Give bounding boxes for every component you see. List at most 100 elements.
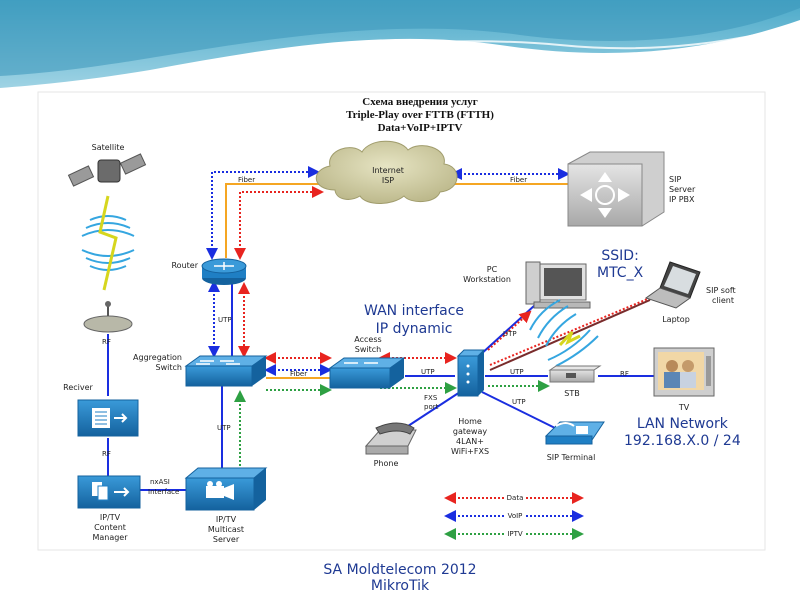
legend-iptv-bg xyxy=(504,529,526,539)
satellite-dish-icon xyxy=(83,301,133,333)
multicast-server-label-1: IP/TV xyxy=(216,515,237,524)
router-label: Router xyxy=(171,261,198,270)
content-manager-label-2: Content xyxy=(94,523,126,532)
footer-company: SA Moldtelecom 2012 xyxy=(323,562,477,578)
access-switch-icon xyxy=(328,357,406,389)
multicast-server-label-3: Server xyxy=(213,535,240,544)
sip-terminal-label: SIP Terminal xyxy=(547,453,596,462)
sip-soft-client-label-2: client xyxy=(712,296,734,305)
stb-label: STB xyxy=(564,389,579,398)
fiber-sip-label: Fiber xyxy=(510,176,527,184)
phone-label: Phone xyxy=(374,459,399,468)
lan-network-label: LAN Network xyxy=(636,416,728,432)
rf-receiver-label: RF xyxy=(102,450,111,458)
aggregation-switch-label-2: Switch xyxy=(156,363,182,372)
fxs-port-label-2: port xyxy=(424,403,439,411)
legend-iptv-label: IPTV xyxy=(507,530,523,538)
access-switch-label-1: Access xyxy=(354,335,381,344)
satellite-icon xyxy=(67,153,147,187)
legend-voip-label: VoIP xyxy=(508,512,523,520)
utp-router-label: UTP xyxy=(218,316,232,324)
fxs-port-label-1: FXS xyxy=(424,394,438,402)
satellite-signal-icon xyxy=(98,195,118,291)
sip-server-label-1: SIP xyxy=(669,175,681,184)
sip-server-icon xyxy=(567,151,665,227)
utp-sip-terminal-label: UTP xyxy=(512,398,526,406)
legend-data-bg xyxy=(504,493,526,503)
ssid-label: SSID: xyxy=(601,248,639,264)
content-manager-icon xyxy=(77,475,141,509)
home-gateway-label-4: WiFi+FXS xyxy=(451,447,489,456)
internet-cloud-icon xyxy=(315,140,458,204)
stb-icon xyxy=(548,365,602,383)
ssid-value: MTC_X xyxy=(597,265,644,281)
satellite-waves-icon xyxy=(81,215,135,271)
laptop-label: Laptop xyxy=(662,315,690,324)
router-isp-fiber-link xyxy=(225,183,322,258)
sip-terminal-icon xyxy=(544,421,605,445)
home-gateway-label-3: 4LAN+ xyxy=(456,437,484,446)
receiver-icon xyxy=(77,399,139,437)
rf-tv-label: RF xyxy=(620,370,629,378)
diagram-title-line-2: Triple-Play over FTTB (FTTH) xyxy=(346,109,494,121)
internet-label: Internet xyxy=(372,166,404,175)
wifi-waves-icon xyxy=(529,299,599,367)
content-manager-label-1: IP/TV xyxy=(100,513,121,522)
access-switch-label-2: Switch xyxy=(355,345,381,354)
router-isp-voip-link xyxy=(206,166,320,260)
multicast-server-icon xyxy=(184,467,268,511)
fiber-switch-label: Fiber xyxy=(290,370,307,378)
router-icon xyxy=(201,258,247,285)
wan-interface-label: WAN interface xyxy=(364,303,465,319)
diagram-title-line-1: Схема внедрения услуг xyxy=(362,96,477,108)
phone-icon xyxy=(364,422,417,455)
sip-soft-client-label-1: SIP soft xyxy=(706,286,736,295)
wifi-signal-icon xyxy=(558,330,581,347)
content-manager-label-3: Manager xyxy=(92,533,128,542)
rf-dish-label: RF xyxy=(102,338,111,346)
aggregation-switch-label-1: Aggregation xyxy=(133,353,182,362)
ssid-annotation: SSID: MTC_X xyxy=(597,248,643,282)
footer-product: MikroTik xyxy=(370,578,430,594)
gw-laptop-data-link xyxy=(489,297,651,366)
router-isp-data-link xyxy=(234,186,324,260)
utp-multicast-label: UTP xyxy=(217,424,231,432)
pc-workstation-icon xyxy=(525,261,591,309)
receiver-label: Reciver xyxy=(63,383,93,392)
diagram-title-line-3: Data+VoIP+IPTV xyxy=(378,122,463,134)
aggregation-switch-icon xyxy=(184,355,268,387)
satellite-label: Satellite xyxy=(92,143,125,152)
lan-annotation: LAN Network 192.168.X.0 / 24 xyxy=(624,416,741,450)
gw-pc-data-link xyxy=(487,310,532,351)
gw-phone-fxs-link xyxy=(404,391,461,429)
sip-server-label-2: Server xyxy=(669,185,696,194)
legend: Data VoIP IPTV xyxy=(444,492,584,540)
slide-title: Laboratory work xyxy=(290,64,471,89)
gw-sipterm-utp-link xyxy=(481,391,556,429)
utp-stb-label: UTP xyxy=(510,368,524,376)
link-labels: Fiber Fiber Fiber UTP UTP UTP UTP UTP UT… xyxy=(102,176,629,496)
utp-access-label: UTP xyxy=(421,368,435,376)
lan-subnet-label: 192.168.X.0 / 24 xyxy=(624,433,741,449)
pc-label-1: PC xyxy=(487,265,498,274)
multicast-server-label-2: Multicast xyxy=(208,525,244,534)
sip-server-label-3: IP PBX xyxy=(669,195,695,204)
tv-label: TV xyxy=(678,403,690,412)
wan-annotation: WAN interface IP dynamic xyxy=(364,302,464,338)
legend-voip-bg xyxy=(504,511,526,521)
links xyxy=(107,166,655,491)
header-wave xyxy=(0,0,800,95)
footer: SA Moldtelecom 2012 MikroTik xyxy=(0,562,800,594)
laptop-icon xyxy=(644,261,701,309)
legend-data-label: Data xyxy=(507,494,524,502)
isp-label: ISP xyxy=(382,176,394,185)
home-gateway-label-2: gateway xyxy=(453,427,487,436)
wan-ip-label: IP dynamic xyxy=(375,321,453,337)
home-gateway-label-1: Home xyxy=(458,417,482,426)
home-gateway-icon xyxy=(456,349,486,397)
tv-icon xyxy=(653,347,715,397)
nxasi-label-1: nxASI xyxy=(150,478,170,486)
pc-label-2: Workstation xyxy=(463,275,511,284)
utp-pc-label: UTP xyxy=(503,330,517,338)
